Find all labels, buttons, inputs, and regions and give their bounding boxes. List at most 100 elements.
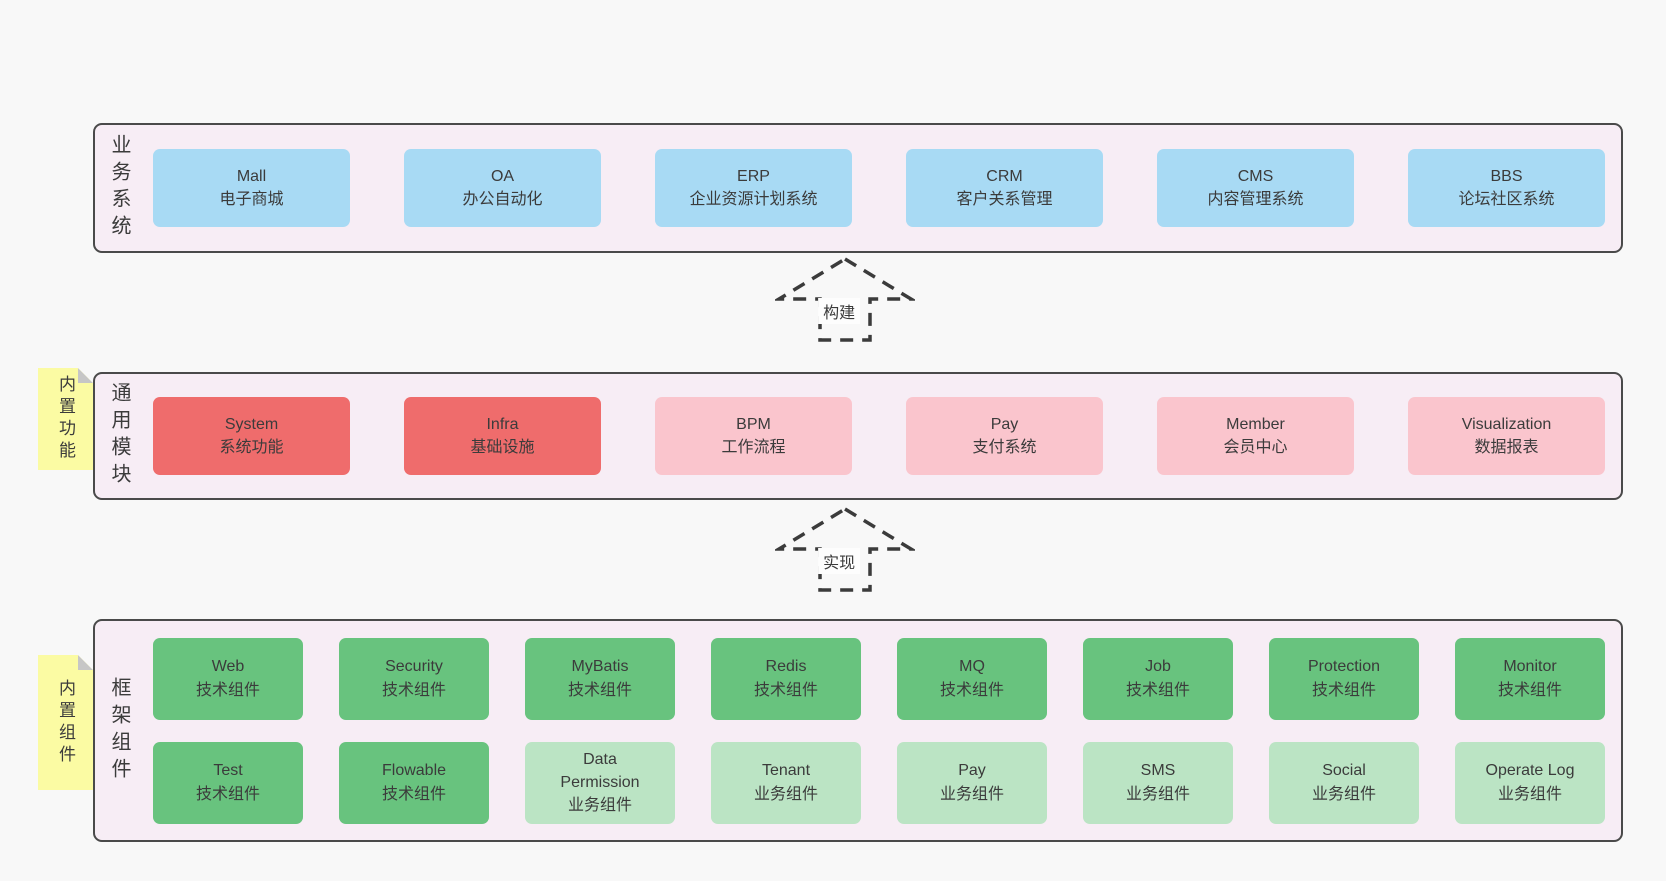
box-title: Tenant xyxy=(761,762,811,780)
box-oa: OA 办公自动化 xyxy=(404,149,601,227)
framework-components-rows: Web 技术组件 Security 技术组件 MyBatis 技术组件 Redi… xyxy=(153,621,1605,840)
box-subtitle: 客户关系管理 xyxy=(956,191,1053,208)
sticky-tab-built-in-features: 内置功能 xyxy=(38,368,93,470)
box-pay-component: Pay 业务组件 xyxy=(897,741,1047,824)
box-subtitle: 技术组件 xyxy=(1497,681,1562,699)
box-title: SMS xyxy=(1140,762,1176,780)
layer-label: 框架组件 xyxy=(108,676,130,785)
box-title: Operate Log xyxy=(1485,762,1575,780)
box-subtitle: 支付系统 xyxy=(972,439,1037,456)
box-pay-system: Pay 支付系统 xyxy=(906,397,1103,475)
box-subtitle: 系统功能 xyxy=(219,439,284,456)
box-visualization: Visualization 数据报表 xyxy=(1408,397,1605,475)
box-subtitle: 论坛社区系统 xyxy=(1458,191,1555,208)
box-title: Monitor xyxy=(1503,658,1557,676)
layer-framework-components: 框架组件 Web 技术组件 Security 技术组件 MyBatis 技术组件… xyxy=(93,619,1623,842)
sticky-tab-label: 内置功能 xyxy=(56,375,75,463)
box-subtitle: 会员中心 xyxy=(1223,439,1288,456)
box-mybatis: MyBatis 技术组件 xyxy=(525,637,675,720)
box-subtitle: 工作流程 xyxy=(721,439,786,456)
arrow-label: 构建 xyxy=(818,298,861,324)
box-title: Infra xyxy=(486,415,519,433)
box-title: Security xyxy=(385,658,443,676)
box-title: BBS xyxy=(1490,167,1523,185)
box-title: Member xyxy=(1226,415,1285,433)
arrow-label: 实现 xyxy=(818,548,861,574)
box-tenant: Tenant 业务组件 xyxy=(711,741,861,824)
box-title: Pay xyxy=(990,415,1019,433)
box-title: Social xyxy=(1322,762,1366,780)
arrow-implement: 实现 xyxy=(775,505,915,595)
box-test: Test 技术组件 xyxy=(153,741,303,824)
box-redis: Redis 技术组件 xyxy=(711,637,861,720)
box-subtitle: 业务组件 xyxy=(939,785,1004,803)
sticky-tab-built-in-components: 内置组件 xyxy=(38,655,93,790)
box-subtitle: 业务组件 xyxy=(1497,785,1562,803)
box-subtitle: 技术组件 xyxy=(1311,681,1376,699)
box-erp: ERP 企业资源计划系统 xyxy=(655,149,852,227)
box-protection: Protection 技术组件 xyxy=(1269,637,1419,720)
box-data-permission: Data Permission 业务组件 xyxy=(525,741,675,824)
box-flowable: Flowable 技术组件 xyxy=(339,741,489,824)
box-subtitle: 技术组件 xyxy=(1125,681,1190,699)
box-title: CMS xyxy=(1237,167,1274,185)
layer-business-systems: 业务系统 Mall 电子商城 OA 办公自动化 ERP 企业资源计划系统 CRM… xyxy=(93,123,1623,253)
components-row-1: Web 技术组件 Security 技术组件 MyBatis 技术组件 Redi… xyxy=(153,637,1605,720)
folded-corner-icon xyxy=(78,368,93,383)
folded-corner-icon xyxy=(78,655,93,670)
box-title: Job xyxy=(1145,658,1171,676)
box-title: MyBatis xyxy=(571,658,629,676)
box-title: Flowable xyxy=(381,762,447,780)
box-web: Web 技术组件 xyxy=(153,637,303,720)
box-subtitle: 数据报表 xyxy=(1474,439,1539,456)
box-title: Pay xyxy=(958,762,986,780)
box-subtitle: 技术组件 xyxy=(381,785,446,803)
box-subtitle: 办公自动化 xyxy=(462,191,543,208)
layer-common-modules: 通用模块 System 系统功能 Infra 基础设施 BPM 工作流程 Pay… xyxy=(93,372,1623,500)
box-sms: SMS 业务组件 xyxy=(1083,741,1233,824)
box-subtitle: 内容管理系统 xyxy=(1207,191,1304,208)
box-subtitle: 技术组件 xyxy=(939,681,1004,699)
box-cms: CMS 内容管理系统 xyxy=(1157,149,1354,227)
box-title: BPM xyxy=(736,415,771,433)
box-title: System xyxy=(224,415,279,433)
box-subtitle: 技术组件 xyxy=(381,681,446,699)
box-subtitle: 技术组件 xyxy=(567,681,632,699)
box-subtitle: 业务组件 xyxy=(753,785,818,803)
box-title: ERP xyxy=(737,167,770,185)
box-subtitle: 业务组件 xyxy=(1311,785,1376,803)
box-job: Job 技术组件 xyxy=(1083,637,1233,720)
layer-label: 通用模块 xyxy=(108,382,130,490)
box-title: Data Permission xyxy=(560,750,640,791)
box-title: Protection xyxy=(1307,658,1381,676)
box-monitor: Monitor 技术组件 xyxy=(1455,637,1605,720)
layer-label: 业务系统 xyxy=(108,134,130,242)
box-bbs: BBS 论坛社区系统 xyxy=(1408,149,1605,227)
box-title: CRM xyxy=(986,167,1023,185)
box-title: OA xyxy=(490,167,515,185)
box-subtitle: 技术组件 xyxy=(195,681,260,699)
common-modules-boxes: System 系统功能 Infra 基础设施 BPM 工作流程 Pay 支付系统… xyxy=(153,374,1605,498)
box-operate-log: Operate Log 业务组件 xyxy=(1455,741,1605,824)
box-subtitle: 业务组件 xyxy=(1125,785,1190,803)
business-systems-boxes: Mall 电子商城 OA 办公自动化 ERP 企业资源计划系统 CRM 客户关系… xyxy=(153,125,1605,251)
box-title: Web xyxy=(211,658,245,676)
box-mq: MQ 技术组件 xyxy=(897,637,1047,720)
box-system: System 系统功能 xyxy=(153,397,350,475)
dashed-up-arrow-icon xyxy=(775,256,915,342)
dashed-up-arrow-icon xyxy=(775,506,915,592)
arrow-build: 构建 xyxy=(775,255,915,345)
box-mall: Mall 电子商城 xyxy=(153,149,350,227)
box-subtitle: 电子商城 xyxy=(219,191,284,208)
box-title: Mall xyxy=(236,167,267,185)
box-title: Redis xyxy=(765,658,807,676)
box-subtitle: 基础设施 xyxy=(470,439,535,456)
box-crm: CRM 客户关系管理 xyxy=(906,149,1103,227)
box-title: Test xyxy=(213,762,243,780)
box-subtitle: 技术组件 xyxy=(753,681,818,699)
box-social: Social 业务组件 xyxy=(1269,741,1419,824)
box-title: MQ xyxy=(959,658,985,676)
box-title: Visualization xyxy=(1461,415,1552,433)
box-subtitle: 技术组件 xyxy=(195,785,260,803)
